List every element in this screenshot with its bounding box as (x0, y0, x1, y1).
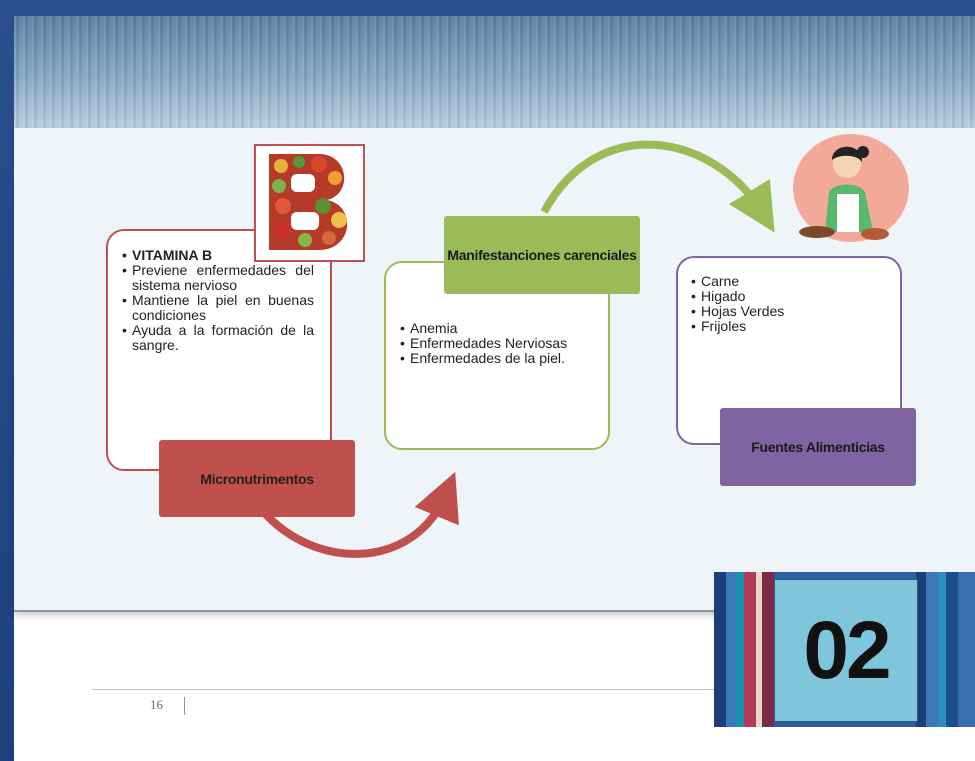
list-item: Higado (691, 289, 881, 305)
micronutrients-box: VITAMINA B Previene enfermedades del sis… (106, 229, 332, 471)
deficiency-label: Manifestanciones carenciales (444, 216, 640, 294)
micronutrients-label: Micronutrimentos (159, 440, 355, 517)
header-banner (14, 16, 975, 128)
cook-image (777, 134, 909, 252)
textile-badge: 02 (714, 572, 975, 727)
list-item: Ayuda a la formación de la sangre. (122, 323, 314, 353)
vitamin-b-image (254, 144, 365, 262)
list-item: Enfermedades Nerviosas (400, 336, 575, 352)
list-item: Previene enfermedades del sistema nervio… (122, 263, 314, 293)
list-item: Carne (691, 274, 881, 290)
list-item: Frijoles (691, 319, 881, 335)
green-curved-arrow (540, 140, 775, 233)
micronutrients-list: VITAMINA B Previene enfermedades del sis… (122, 248, 314, 353)
deficiency-list: Anemia Enfermedades Nerviosas Enfermedad… (400, 321, 575, 367)
list-item: Anemia (400, 321, 575, 337)
page-number: 16 (150, 697, 185, 715)
footer-rule (92, 689, 792, 690)
list-item: Hojas Verdes (691, 304, 881, 320)
food-sources-label: Fuentes Alimenticias (720, 408, 916, 486)
slide-number-badge: 02 (774, 579, 918, 722)
list-item: VITAMINA B (122, 248, 314, 264)
slide-page: VITAMINA B Previene enfermedades del sis… (14, 16, 975, 761)
list-item: Mantiene la piel en buenas condiciones (122, 293, 314, 323)
food-sources-list: Carne Higado Hojas Verdes Frijoles (691, 274, 881, 335)
list-item: Enfermedades de la piel. (400, 351, 575, 367)
cycle-arrows (258, 140, 775, 558)
red-curved-arrow (258, 471, 459, 558)
